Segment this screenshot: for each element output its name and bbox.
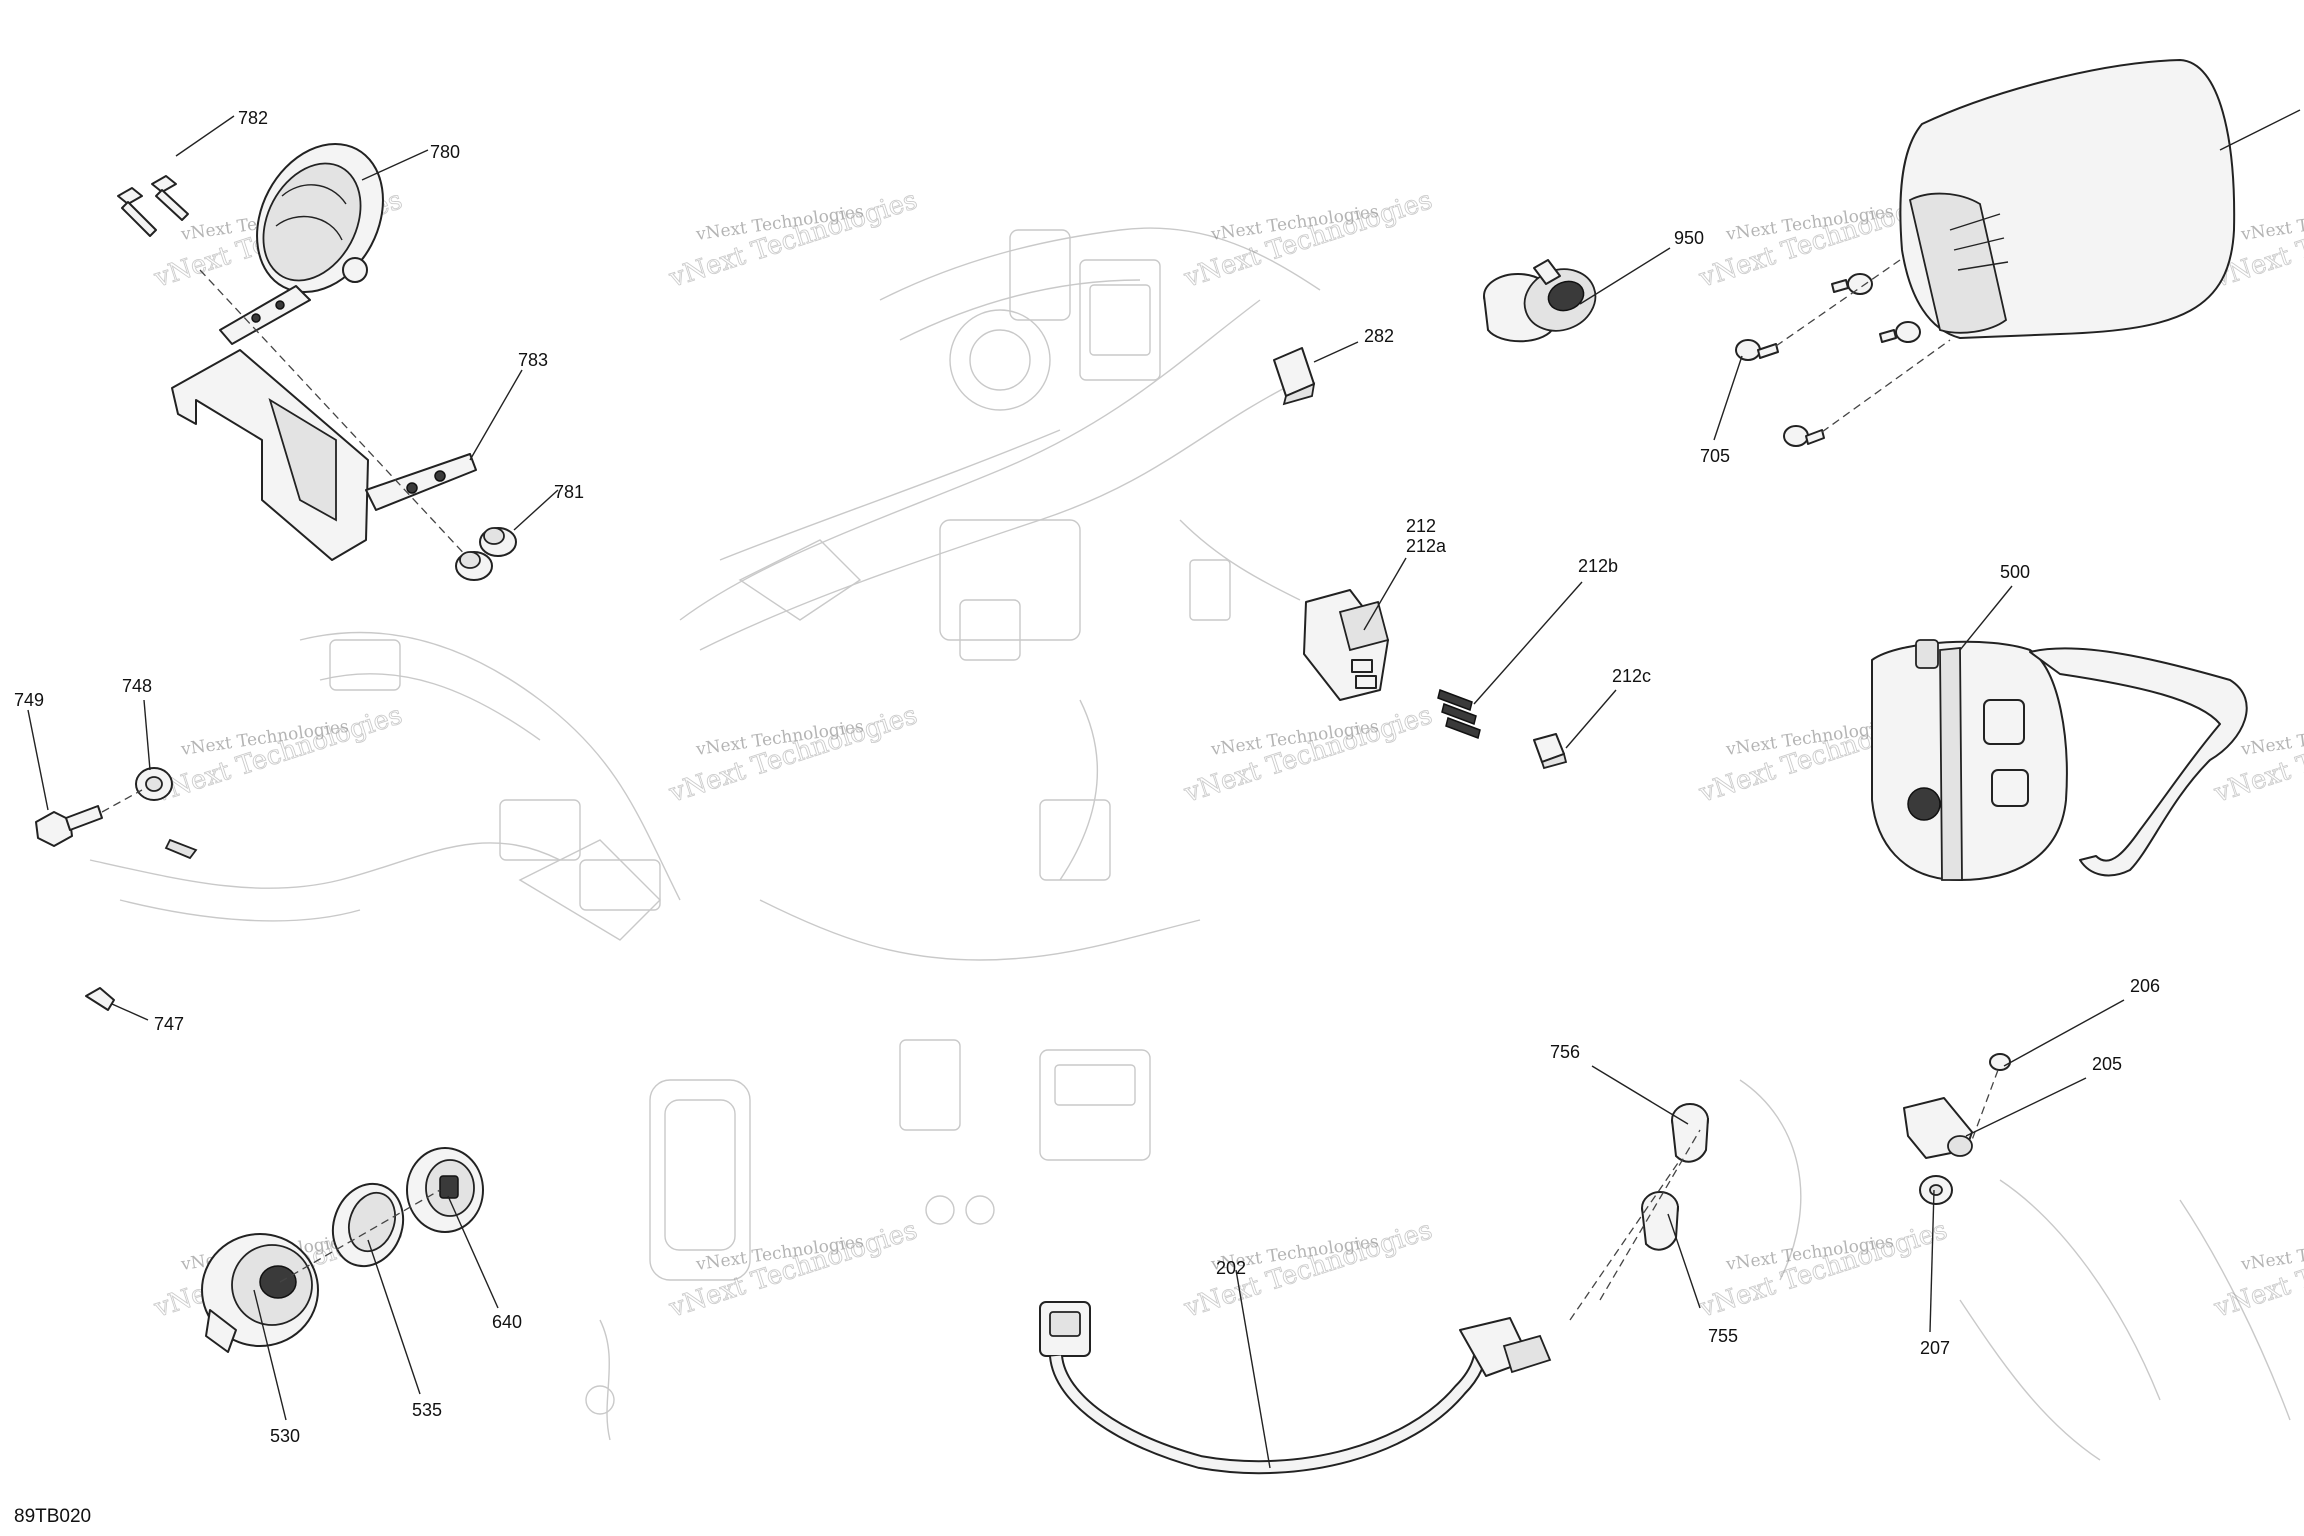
callout-282: 282 xyxy=(1364,326,1394,346)
watermark: vNext Technologies vNext Technologies xyxy=(664,700,921,810)
callout-212c: 212c xyxy=(1612,666,1651,686)
part-530-switch-body[interactable] xyxy=(201,1233,319,1353)
part-756-socket[interactable] xyxy=(1671,1103,1709,1163)
display-housing[interactable] xyxy=(1899,59,2301,339)
callout-212a: 212a xyxy=(1406,536,1447,556)
screw xyxy=(1783,425,1825,447)
callout-950: 950 xyxy=(1674,228,1704,248)
part-783-bracket[interactable] xyxy=(171,269,477,561)
callout-756: 756 xyxy=(1550,1042,1580,1062)
horn-assembly[interactable] xyxy=(117,122,517,581)
callout-212b: 212b xyxy=(1578,556,1618,576)
part-212b-terminals[interactable] xyxy=(1437,689,1481,739)
part-212-connector[interactable] xyxy=(1303,589,1390,701)
part-282-connector[interactable] xyxy=(1273,347,1316,406)
watermark: vNext Technologies vNext Technologies xyxy=(664,185,921,295)
callout-530: 530 xyxy=(270,1426,300,1446)
part-500-switch-housing[interactable] xyxy=(1871,639,2248,881)
part-749-bolt[interactable] xyxy=(35,805,103,847)
fastener-group-left[interactable] xyxy=(35,767,198,1011)
callout-207: 207 xyxy=(1920,1338,1950,1358)
watermark: vNext Technologies vNext Technologies xyxy=(664,1215,921,1325)
watermark: vNext Technologies vNext Technologies xyxy=(2209,1215,2304,1325)
part-782-bolts[interactable] xyxy=(117,175,189,237)
callout-500: 500 xyxy=(2000,562,2030,582)
callout-749: 749 xyxy=(14,690,44,710)
callout-labels: 782 780 783 781 749 748 747 530 535 640 … xyxy=(14,108,2160,1446)
callout-205: 205 xyxy=(2092,1054,2122,1074)
part-950-power-socket[interactable] xyxy=(1483,259,1604,343)
watermark: vNext Technologies vNext Technologies xyxy=(149,700,406,810)
callout-780: 780 xyxy=(430,142,460,162)
callout-705: 705 xyxy=(1700,446,1730,466)
part-748-spacer[interactable] xyxy=(101,767,173,813)
part-202-harness[interactable] xyxy=(1039,1129,1701,1475)
part-640-cap[interactable] xyxy=(406,1147,484,1233)
screw xyxy=(1879,321,1921,343)
part-207-washer[interactable] xyxy=(1919,1175,1953,1205)
ignition-switch-assembly[interactable] xyxy=(201,1147,484,1353)
callout-535: 535 xyxy=(412,1400,442,1420)
background-assembly-ghost xyxy=(89,227,2291,1461)
part-780-horn[interactable] xyxy=(219,122,408,345)
part-705-screws[interactable] xyxy=(1735,259,1951,447)
watermark: vNext Technologies vNext Technologies xyxy=(1694,1215,1951,1325)
part-781-nuts[interactable] xyxy=(455,527,517,581)
part-755-socket[interactable] xyxy=(1641,1191,1679,1251)
leader-lines xyxy=(27,115,2125,1469)
diagram-code: 89TB020 xyxy=(14,1506,91,1527)
part-205-clamp[interactable] xyxy=(1903,1097,1973,1159)
callout-747: 747 xyxy=(154,1014,184,1034)
part-747-clip[interactable] xyxy=(85,838,198,1011)
part-206-screw[interactable] xyxy=(1971,1053,2011,1141)
part-212c-seal[interactable] xyxy=(1533,733,1568,770)
callout-781: 781 xyxy=(554,482,584,502)
part-535-ring[interactable] xyxy=(322,1174,415,1276)
callout-755: 755 xyxy=(1708,1326,1738,1346)
callout-202: 202 xyxy=(1216,1258,1246,1278)
screw xyxy=(1831,273,1873,295)
screw xyxy=(1735,339,1779,361)
callout-748: 748 xyxy=(122,676,152,696)
callout-782: 782 xyxy=(238,108,268,128)
callout-206: 206 xyxy=(2130,976,2160,996)
callout-783: 783 xyxy=(518,350,548,370)
watermark: vNext Technologies vNext Technologies xyxy=(1179,185,1436,295)
callout-640: 640 xyxy=(492,1312,522,1332)
watermark: vNext Technologies vNext Technologies xyxy=(1179,700,1436,810)
callout-212: 212 xyxy=(1406,516,1436,536)
